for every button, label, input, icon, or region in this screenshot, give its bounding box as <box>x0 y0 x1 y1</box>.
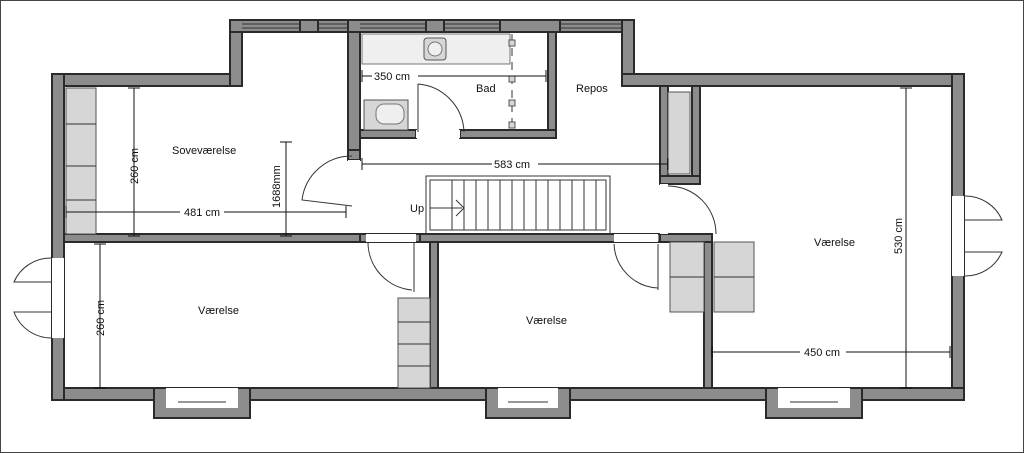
dim-bedroom-depth: 1688mm <box>271 165 283 208</box>
wall-segment <box>691 85 701 183</box>
dim-bath-width: 350 cm <box>374 71 410 83</box>
room-labels: Soveværelse Bad Repos Værelse Værelse Væ… <box>172 83 855 327</box>
interior-walls <box>63 31 713 389</box>
shower-screen <box>508 34 516 130</box>
wall-segment <box>703 233 713 389</box>
stairs-direction-label: Up <box>410 203 424 215</box>
doors <box>301 83 717 292</box>
stair-treads <box>451 180 597 230</box>
wall-segment <box>347 149 361 161</box>
wall-segment <box>359 129 417 139</box>
room-label-bath: Bad <box>476 83 496 95</box>
room-label-room-right: Værelse <box>814 237 855 249</box>
bath-fixtures <box>361 33 516 131</box>
wall-segment <box>347 19 361 161</box>
dim-room-left-height: 260 cm <box>95 300 107 336</box>
room-label-room-mid: Værelse <box>526 315 567 327</box>
wall-segment <box>51 73 243 87</box>
wall-segment <box>621 73 965 87</box>
dim-room-right-height: 530 cm <box>893 218 905 254</box>
dim-room-right-width: 450 cm <box>804 347 840 359</box>
dim-bedroom-height: 260 cm <box>129 148 141 184</box>
wall-segment <box>659 85 669 183</box>
wall-segment <box>459 129 557 139</box>
wardrobes <box>65 87 755 389</box>
landing-cabinet <box>667 91 691 175</box>
wall-segment <box>659 175 701 185</box>
stair-arrow-icon <box>455 199 465 217</box>
dim-corridor-length: 583 cm <box>494 159 530 171</box>
dimension-labels: 350 cm 583 cm 481 cm 450 cm 260 cm 1688m… <box>95 69 905 359</box>
wall-segment <box>659 233 713 243</box>
dimension-lines <box>65 70 951 389</box>
wall-segment <box>347 19 635 33</box>
dim-bedroom-width: 481 cm <box>184 207 220 219</box>
wall-segment <box>547 31 557 139</box>
wardrobe-bedroom <box>65 87 97 235</box>
wardrobe-room-left <box>397 297 431 389</box>
staircase: Up <box>410 175 611 235</box>
wall-segment <box>63 233 361 243</box>
wall-segment <box>229 19 361 33</box>
room-label-room-left: Værelse <box>198 305 239 317</box>
wall-segment <box>51 73 65 401</box>
room-label-landing: Repos <box>576 83 608 95</box>
windows <box>13 19 1003 403</box>
wall-segment <box>429 241 439 389</box>
room-label-bedroom: Soveværelse <box>172 145 236 157</box>
